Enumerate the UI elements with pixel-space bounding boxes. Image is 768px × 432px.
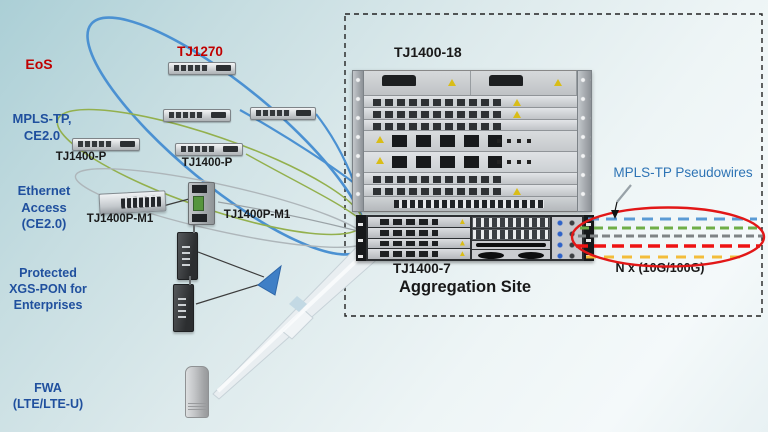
mpls-tp-label: MPLS-TP, CE2.0 (12, 111, 72, 143)
tj1400p-right-device (175, 143, 243, 156)
capacity-label: N x (10G/100G) (615, 261, 705, 275)
ont1-link (197, 251, 265, 278)
tj1400-18-chassis (352, 70, 592, 212)
ethernet-access-label: Ethernet Access (CE2.0) (17, 183, 71, 232)
ont2-link (195, 282, 265, 305)
fwa-beam-step (281, 308, 314, 340)
tj1400p-right-label: TJ1400-P (181, 157, 233, 169)
tj1400-7-label: TJ1400-7 (393, 261, 451, 276)
fwa-antenna (185, 366, 209, 418)
tj1400pm1-left-label: TJ1400P-M1 (86, 213, 154, 225)
aggregation-site-label: Aggregation Site (399, 278, 532, 296)
pseudowires-arrowhead (611, 210, 619, 219)
eos-label: EoS (25, 56, 53, 72)
eos-link-line-1 (239, 109, 359, 187)
tj1400-18-label: TJ1400-18 (394, 44, 462, 60)
pseudowires-callout-line (616, 184, 632, 203)
xgs-pon-label: Protected XGS-PON for Enterprises (9, 266, 87, 312)
ont-device-2 (173, 276, 194, 332)
tj1270-device (168, 62, 236, 75)
pseudowires-arrow-shaft (614, 201, 618, 212)
din-switch-device (188, 182, 215, 225)
pseudowires-label: MPLS-TP Pseudowires (613, 165, 753, 180)
fwa-label: FWA (LTE/LTE-U) (12, 381, 84, 411)
ont-device-1 (177, 224, 198, 280)
tj1400pm1-right-label: TJ1400P-M1 (223, 209, 291, 221)
tj1270-label: TJ1270 (177, 44, 223, 59)
blue-arrowhead (257, 264, 282, 296)
pseudowire-ellipse (570, 206, 766, 268)
eos-device-2 (250, 107, 316, 120)
fwa-beam-diamond (289, 296, 307, 312)
tj1400p-left-label: TJ1400-P (55, 151, 107, 163)
eos-device-1 (163, 109, 231, 122)
switch-din-link (162, 198, 190, 207)
tj1400-7-chassis (356, 215, 594, 261)
